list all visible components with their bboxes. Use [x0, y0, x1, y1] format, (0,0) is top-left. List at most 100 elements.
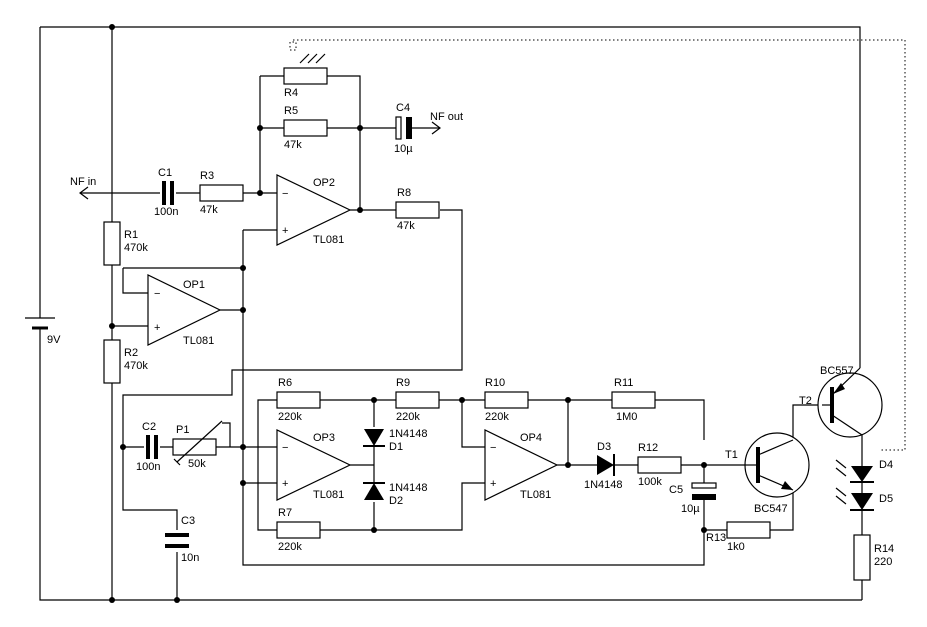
diode-d1: 1N4148 D1 [363, 428, 428, 453]
c4-label: C4 [396, 102, 410, 114]
op3-type: TL081 [313, 489, 344, 501]
resistor-r5: R5 47k [283, 105, 328, 151]
d2-label: D2 [389, 495, 403, 507]
r10-value: 220k [485, 411, 509, 423]
r11-value: 1M0 [616, 411, 637, 423]
t2-type: BC557 [820, 365, 854, 377]
resistor-r11: R11 1M0 [611, 377, 656, 423]
op4-plus: + [490, 478, 496, 490]
op2-label: OP2 [313, 177, 335, 189]
d3-label: D3 [597, 441, 611, 453]
r2-value: 470k [124, 360, 148, 372]
nf-in-connector: NF in [70, 176, 96, 200]
resistor-r3: R3 47k [199, 170, 244, 216]
capacitor-c2: C2 100n [136, 421, 160, 473]
d4-label: D4 [879, 459, 893, 471]
c3-label: C3 [181, 515, 195, 527]
r9-value: 220k [396, 411, 420, 423]
resistor-r1: R1 470k [103, 221, 148, 266]
capacitor-c5: C5 10µ [669, 482, 717, 515]
r8-label: R8 [397, 187, 411, 199]
r6-value: 220k [278, 411, 302, 423]
diode-d2: 1N4148 D2 [363, 482, 428, 507]
opamp-op3: − + OP3 TL081 [276, 429, 352, 501]
t1-label: T1 [725, 449, 738, 461]
opamp-op2: − + OP2 TL081 [276, 174, 352, 246]
r13-label: R13 [706, 532, 726, 544]
c1-value: 100n [154, 206, 178, 218]
op4-type: TL081 [520, 489, 551, 501]
c4-value: 10µ [394, 143, 413, 155]
op3-minus: − [282, 442, 288, 454]
resistor-r10: R10 220k [484, 377, 529, 423]
ldr-r4: R4 [283, 53, 328, 99]
resistor-r13: R13 1k0 [706, 521, 771, 553]
d2-value: 1N4148 [389, 482, 428, 494]
t2-label: T2 [799, 395, 812, 407]
resistor-r7: R7 220k [276, 507, 321, 553]
diode-d3: D3 1N4148 [584, 441, 623, 491]
nf-out-label: NF out [430, 111, 463, 123]
resistor-r14: R14 220 [853, 534, 894, 581]
optical-link [289, 39, 906, 451]
transistor-t1: T1 BC547 [725, 432, 810, 515]
r8-value: 47k [397, 220, 415, 232]
capacitor-c3: C3 10n [165, 515, 199, 564]
resistor-r2: R2 470k [103, 339, 148, 384]
r7-label: R7 [278, 507, 292, 519]
op1-label: OP1 [183, 279, 205, 291]
op1-plus: + [154, 322, 160, 334]
r12-value: 100k [638, 476, 662, 488]
op2-type: TL081 [313, 234, 344, 246]
r3-label: R3 [200, 170, 214, 182]
r5-label: R5 [284, 105, 298, 117]
op3-label: OP3 [313, 432, 335, 444]
c5-label: C5 [669, 484, 683, 496]
r1-label: R1 [124, 229, 138, 241]
r13-value: 1k0 [727, 541, 745, 553]
c2-value: 100n [136, 461, 160, 473]
battery-label: 9V [47, 334, 61, 346]
nf-in-label: NF in [70, 176, 96, 188]
r3-value: 47k [200, 204, 218, 216]
r11-label: R11 [614, 377, 633, 389]
led-d5: D5 [835, 482, 893, 511]
d3-value: 1N4148 [584, 479, 623, 491]
d1-value: 1N4148 [389, 428, 428, 440]
battery-9v: 9V [25, 317, 61, 346]
op4-label: OP4 [520, 432, 542, 444]
transistor-t2: T2 BC557 [799, 365, 883, 438]
op1-minus: − [154, 288, 160, 300]
opamp-op4: − + OP4 TL081 [484, 429, 559, 501]
r1-value: 470k [124, 242, 148, 254]
c2-label: C2 [142, 421, 156, 433]
resistor-r9: R9 220k [395, 377, 440, 423]
c5-value: 10µ [681, 503, 700, 515]
op2-minus: − [282, 188, 288, 200]
capacitor-c1: C1 100n [154, 167, 178, 218]
capacitor-c4: C4 10µ [394, 102, 413, 155]
d5-label: D5 [879, 493, 893, 505]
op3-plus: + [282, 478, 288, 490]
potentiometer-p1: P1 50k [172, 420, 223, 470]
resistor-r12: R12 100k [637, 442, 682, 488]
r14-value: 220 [874, 556, 892, 568]
r7-value: 220k [278, 541, 302, 553]
r5-value: 47k [284, 139, 302, 151]
r10-label: R10 [485, 377, 505, 389]
d1-label: D1 [389, 441, 403, 453]
p1-value: 50k [188, 458, 206, 470]
resistor-r8: R8 47k [395, 187, 440, 232]
c3-value: 10n [181, 552, 199, 564]
nf-out-connector: NF out [430, 111, 463, 135]
opamp-op1: − + OP1 TL081 [147, 274, 222, 347]
junction-dots [109, 24, 707, 603]
led-d4: D4 [835, 459, 893, 483]
resistor-r6: R6 220k [276, 377, 321, 423]
op1-type: TL081 [183, 335, 214, 347]
t1-type: BC547 [754, 503, 788, 515]
r2-label: R2 [124, 347, 138, 359]
r12-label: R12 [638, 442, 658, 454]
r14-label: R14 [874, 543, 894, 555]
p1-label: P1 [176, 424, 189, 436]
